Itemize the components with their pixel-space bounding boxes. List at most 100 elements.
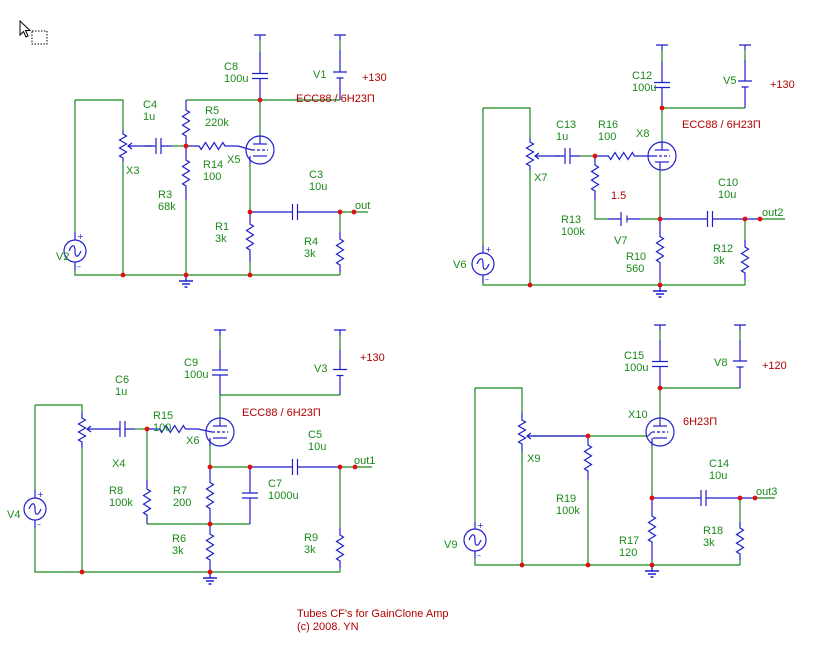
part-reference-r12: R12 [713,243,733,255]
resistor-icon [181,100,191,146]
supply-voltage-label: +130 [360,352,385,364]
part-value-r13: 100k [561,226,585,238]
battery-icon [608,212,640,226]
junction-dot [752,495,758,501]
svg-text:–: – [477,551,481,560]
source-reference-label: V6 [453,259,466,271]
output-net-label: out1 [354,455,375,467]
ground-icon [179,275,193,288]
ac-source-icon: +– [23,490,47,529]
part-value-c4: 1u [143,111,155,123]
junction-dot [592,153,598,159]
junction-dot [207,569,213,575]
supply-rail-icon [656,44,668,50]
part-reference-r7: R7 [173,485,187,497]
supply-voltage-label: +120 [762,360,787,372]
part-reference-c14: C14 [709,458,729,470]
junction-dot [183,143,189,149]
part-reference-r15: R15 [153,410,173,422]
vacuum-tube-icon [645,417,675,447]
junction-dot [120,272,126,278]
part-value-r10: 560 [626,263,644,275]
part-value-c5: 10u [308,441,326,453]
part-value-r5: 220k [205,117,229,129]
junction-dot [585,433,591,439]
supply-rail-icon [739,44,751,50]
capacitor-icon [654,62,670,108]
junction-dots [79,97,763,575]
resistor-icon [186,141,238,151]
potentiometer-icon [525,138,560,170]
supply-reference-label: V8 [714,357,727,369]
resistor-icon [647,498,657,560]
mouse-pointer-icon [19,20,48,45]
potentiometer-reference-label: X9 [527,453,540,465]
potentiometer-reference-label: X7 [534,172,547,184]
supply-rail-icon [734,324,746,330]
svg-text:–: – [77,262,81,271]
part-value-r3: 68k [158,201,176,213]
part-value-c10: 10u [718,189,736,201]
resistor-icon [590,156,600,200]
part-reference-r16: R16 [598,119,618,131]
resistor-icon [147,424,198,434]
part-value-r15: 100 [153,422,171,434]
caption-copyright: (c) 2008. YN [297,621,359,633]
resistor-icon [740,240,750,280]
output-net-label: out3 [756,486,777,498]
schematic-caption: Tubes CF's for GainClone Amp (c) 2008. Y… [297,608,448,634]
part-reference-r1: R1 [215,221,229,233]
resistor-icon [205,524,215,570]
potentiometer-reference-label: X3 [126,165,139,177]
source-reference-label: V2 [56,251,69,263]
junction-dot [527,282,533,288]
tube-model-label: ECC88 / 6H23П [682,119,761,131]
part-value-r7: 200 [173,497,191,509]
part-value-r14: 100 [203,171,221,183]
ground-icon [653,285,667,298]
part-value-r6: 3k [172,545,184,557]
part-reference-r4: R4 [304,236,318,248]
junction-dot [585,562,591,568]
battery-icon [333,50,347,100]
potentiometer-icon [77,412,110,448]
part-value-r8: 100k [109,497,133,509]
battery-icon [333,350,347,395]
capacitor-icon [250,204,340,220]
ground-icon [203,572,217,585]
junction-dot [207,521,213,527]
junction-dot [649,495,655,501]
supply-rail-icon [334,34,346,40]
source-reference-label: V9 [444,539,457,551]
capacitor-icon [652,490,755,506]
part-value-r9: 3k [304,544,316,556]
junction-dot [144,426,150,432]
supply-reference-label: V5 [723,75,736,87]
tube-reference-label: X8 [636,128,649,140]
junction-dot [657,282,663,288]
resistor-icon [735,522,745,560]
supply-reference-label: V1 [313,69,326,81]
tube-model-label: ECC88 / 6H23П [242,407,321,419]
resistor-icon [655,219,665,280]
ac-source-icon: +– [63,232,87,271]
part-reference-c10: C10 [718,177,738,189]
svg-text:+: + [37,490,44,499]
part-reference-r5: R5 [205,105,219,117]
part-reference-r8: R8 [109,485,123,497]
junction-dot [247,464,253,470]
capacitor-icon [660,211,760,227]
part-value-r19: 100k [556,505,580,517]
svg-text:–: – [485,275,489,284]
junction-dot [659,105,665,111]
part-reference-r14: R14 [203,159,223,171]
part-reference-c9: C9 [184,357,198,369]
part-reference-r17: R17 [619,535,639,547]
part-value-c13: 1u [556,131,568,143]
part-value-v7: 1.5 [611,190,626,202]
tube-model-label: ECC88 / 6H23П [296,93,375,105]
tube-model-label: 6H23П [683,416,717,428]
resistor-icon [142,480,152,524]
part-reference-c7: C7 [268,478,282,490]
